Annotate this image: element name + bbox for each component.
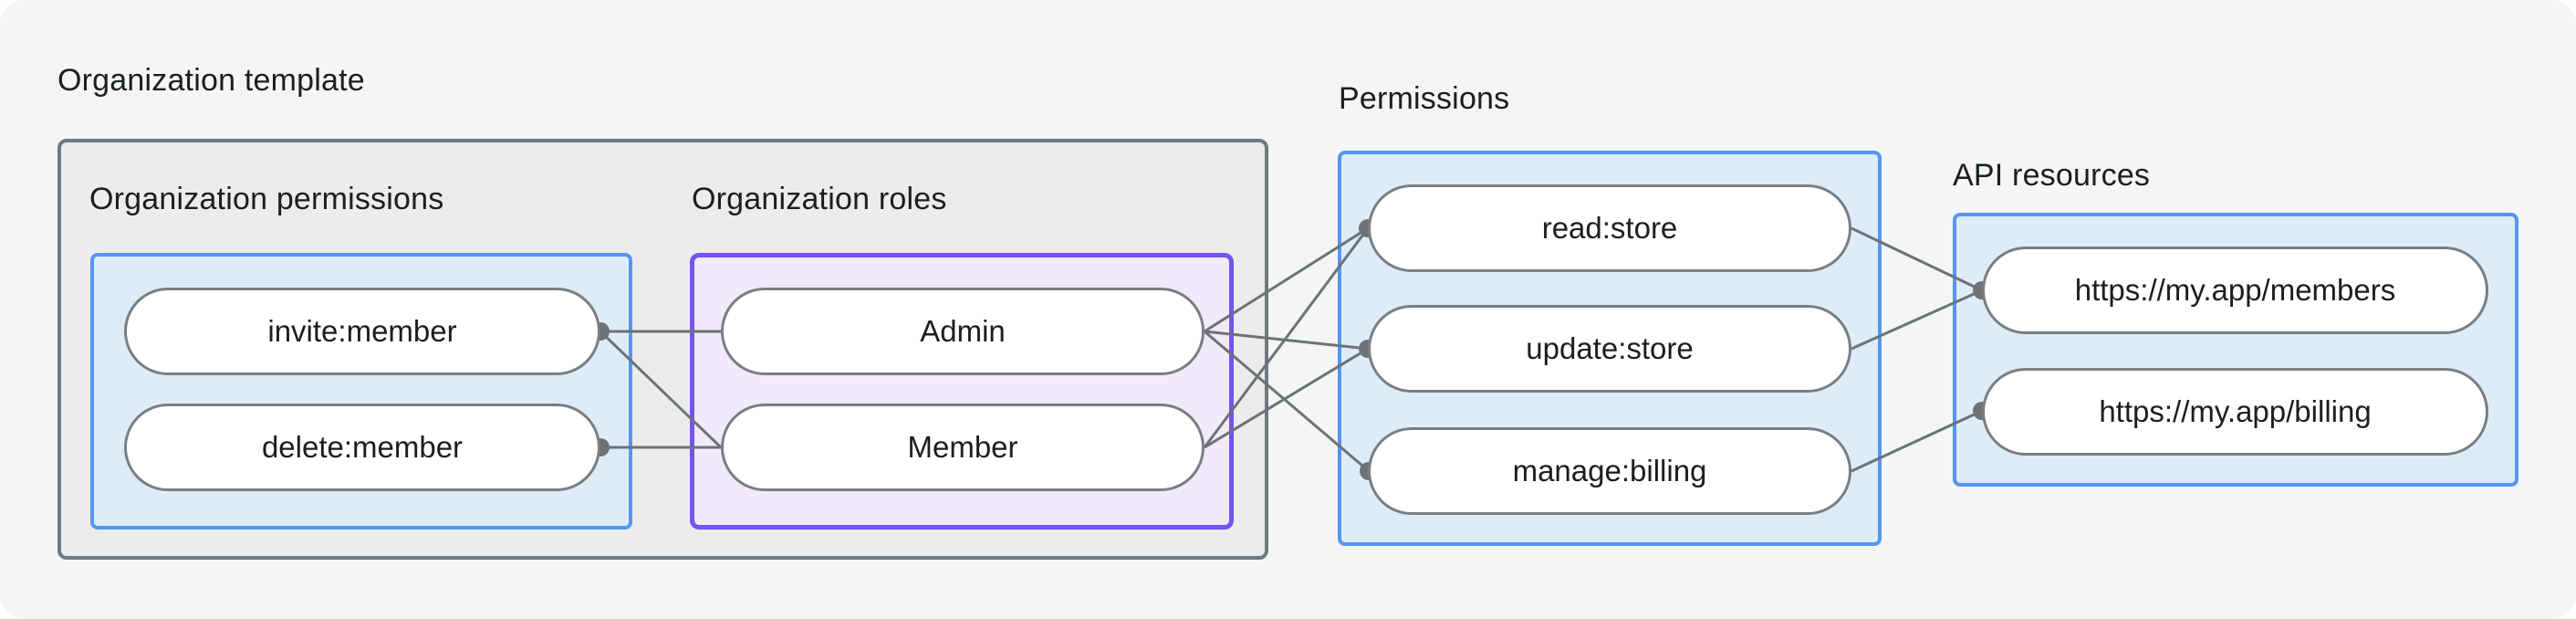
org-roles-heading: Organization roles — [692, 182, 947, 216]
node-label: read:store — [1541, 211, 1678, 245]
node-label: update:store — [1526, 331, 1694, 365]
node-label: Member — [907, 430, 1018, 464]
node-pill-invite-member: invite:member — [124, 288, 600, 375]
permissions-heading: Permissions — [1339, 81, 1510, 116]
node-pill-member: Member — [721, 404, 1205, 491]
node-label: manage:billing — [1512, 454, 1707, 488]
node-label: https://my.app/billing — [2099, 394, 2372, 428]
org-permissions-heading: Organization permissions — [89, 182, 444, 216]
node-label: delete:member — [261, 430, 464, 464]
node-label: https://my.app/members — [2074, 273, 2396, 307]
org-template-title: Organization template — [57, 63, 365, 98]
api-resources-heading: API resources — [1953, 158, 2151, 193]
node-pill-billing-url: https://my.app/billing — [1982, 368, 2488, 456]
node-pill-delete-member: delete:member — [124, 404, 600, 491]
node-pill-members-url: https://my.app/members — [1982, 247, 2488, 334]
node-pill-read-store: read:store — [1368, 184, 1851, 272]
node-pill-update-store: update:store — [1368, 305, 1851, 393]
node-label: invite:member — [267, 314, 457, 348]
node-label: Admin — [920, 314, 1006, 348]
node-pill-admin: Admin — [721, 288, 1205, 375]
node-pill-manage-billing: manage:billing — [1368, 427, 1851, 515]
